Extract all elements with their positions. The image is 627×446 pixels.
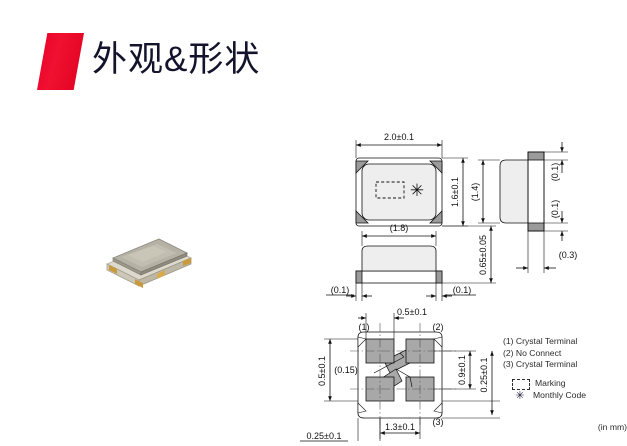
dim-front-body-width: (1.8) [361,223,437,246]
legend-symbol-marking: Marking [512,378,586,390]
dim-top-width: 2.0±0.1 [355,132,443,158]
dim-label-front-width: (1.8) [390,223,409,233]
dim-edge-left: 0.25±0.1 [300,418,381,442]
dim-pad-width: 0.5±0.1 [358,307,427,339]
smd-crystal-photo [95,218,201,294]
terminal-label-3: (3) [433,417,444,427]
top-view-geometry: ✳ [355,157,443,227]
dashed-box-icon [512,378,530,390]
legend-terminal-1: (1) Crystal Terminal [503,336,578,346]
terminal-label-2: (2) [433,322,444,332]
unit-note: (in mm) [597,422,627,432]
dim-pad-pitch-y: 0.9±0.1 [434,350,476,390]
dim-label-edge-left: 0.25±0.1 [307,431,342,441]
dim-label-term-left: (0.1) [331,285,350,295]
dim-label-term-right: (0.1) [453,285,472,295]
dim-edge-right: 0.25±0.1 [442,351,500,419]
dim-label-side-depth: (0.3) [559,250,578,260]
dimensional-drawing: ✳ 2.0±0.1 1.6±0.1 [300,125,627,446]
legend-symbol-list: Marking ✳ Monthly Code [512,378,586,402]
dim-pad-height: 0.5±0.1 [317,338,358,402]
dim-label-pad-pitch-y: 0.9±0.1 [457,355,467,385]
dim-pad-pitch-x: 1.3±0.1 [379,418,421,439]
dim-label-trace-width: (0.15) [334,365,358,375]
front-view-geometry [355,245,443,284]
side-view-geometry [499,151,545,232]
legend-block: (1) Crystal Terminal (2) No Connect (3) … [503,336,627,441]
dim-side-depth: (0.3) [516,231,577,273]
dim-overall-height: 0.65±0.05 [442,225,496,284]
dim-trace-width: (0.15) [334,352,413,388]
dim-term-right: (0.1) [426,283,476,301]
dim-label-pad-width: 0.5±0.1 [397,307,427,317]
dim-term-left: (0.1) [326,283,372,301]
asterisk-icon: ✳ [515,389,525,402]
dim-label-pad-pitch-x: 1.3±0.1 [385,422,415,432]
dim-side-width: (1.4) [470,159,500,224]
dim-label-side-term-bottom: (0.1) [550,200,560,219]
dim-label-pad-height: 0.5±0.1 [317,356,327,386]
dim-top-height: 1.6±0.1 [442,157,468,227]
legend-terminal-list: (1) Crystal Terminal (2) No Connect (3) … [503,336,577,371]
dim-label-side-term-top: (0.1) [550,163,560,182]
legend-terminal-2: (2) No Connect [503,347,562,358]
legend-symbol-monthly-code-label: Monthly Code [533,390,587,401]
dim-side-term-bottom: (0.1) [544,200,568,241]
legend-symbol-marking-label: Marking [535,378,566,389]
parallelogram-logo-icon [37,33,84,90]
page-header: 外观&形状 [0,0,627,120]
dim-label-edge-right: 0.25±0.1 [479,358,489,393]
legend-terminal-3: (3) Crystal Terminal [503,359,578,370]
dim-label-side-width: (1.4) [470,183,480,202]
terminal-label-1: (1) [359,322,370,332]
svg-text:✳: ✳ [410,181,424,200]
legend-symbol-monthly-code: ✳ Monthly Code [512,390,586,402]
dim-label-overall-height: 0.65±0.05 [478,235,488,275]
dim-label-top-height: 1.6±0.1 [450,177,460,207]
dim-side-term-top: (0.1) [544,142,568,181]
dim-label-top-width: 2.0±0.1 [384,132,414,142]
page-title: 外观&形状 [92,40,261,79]
